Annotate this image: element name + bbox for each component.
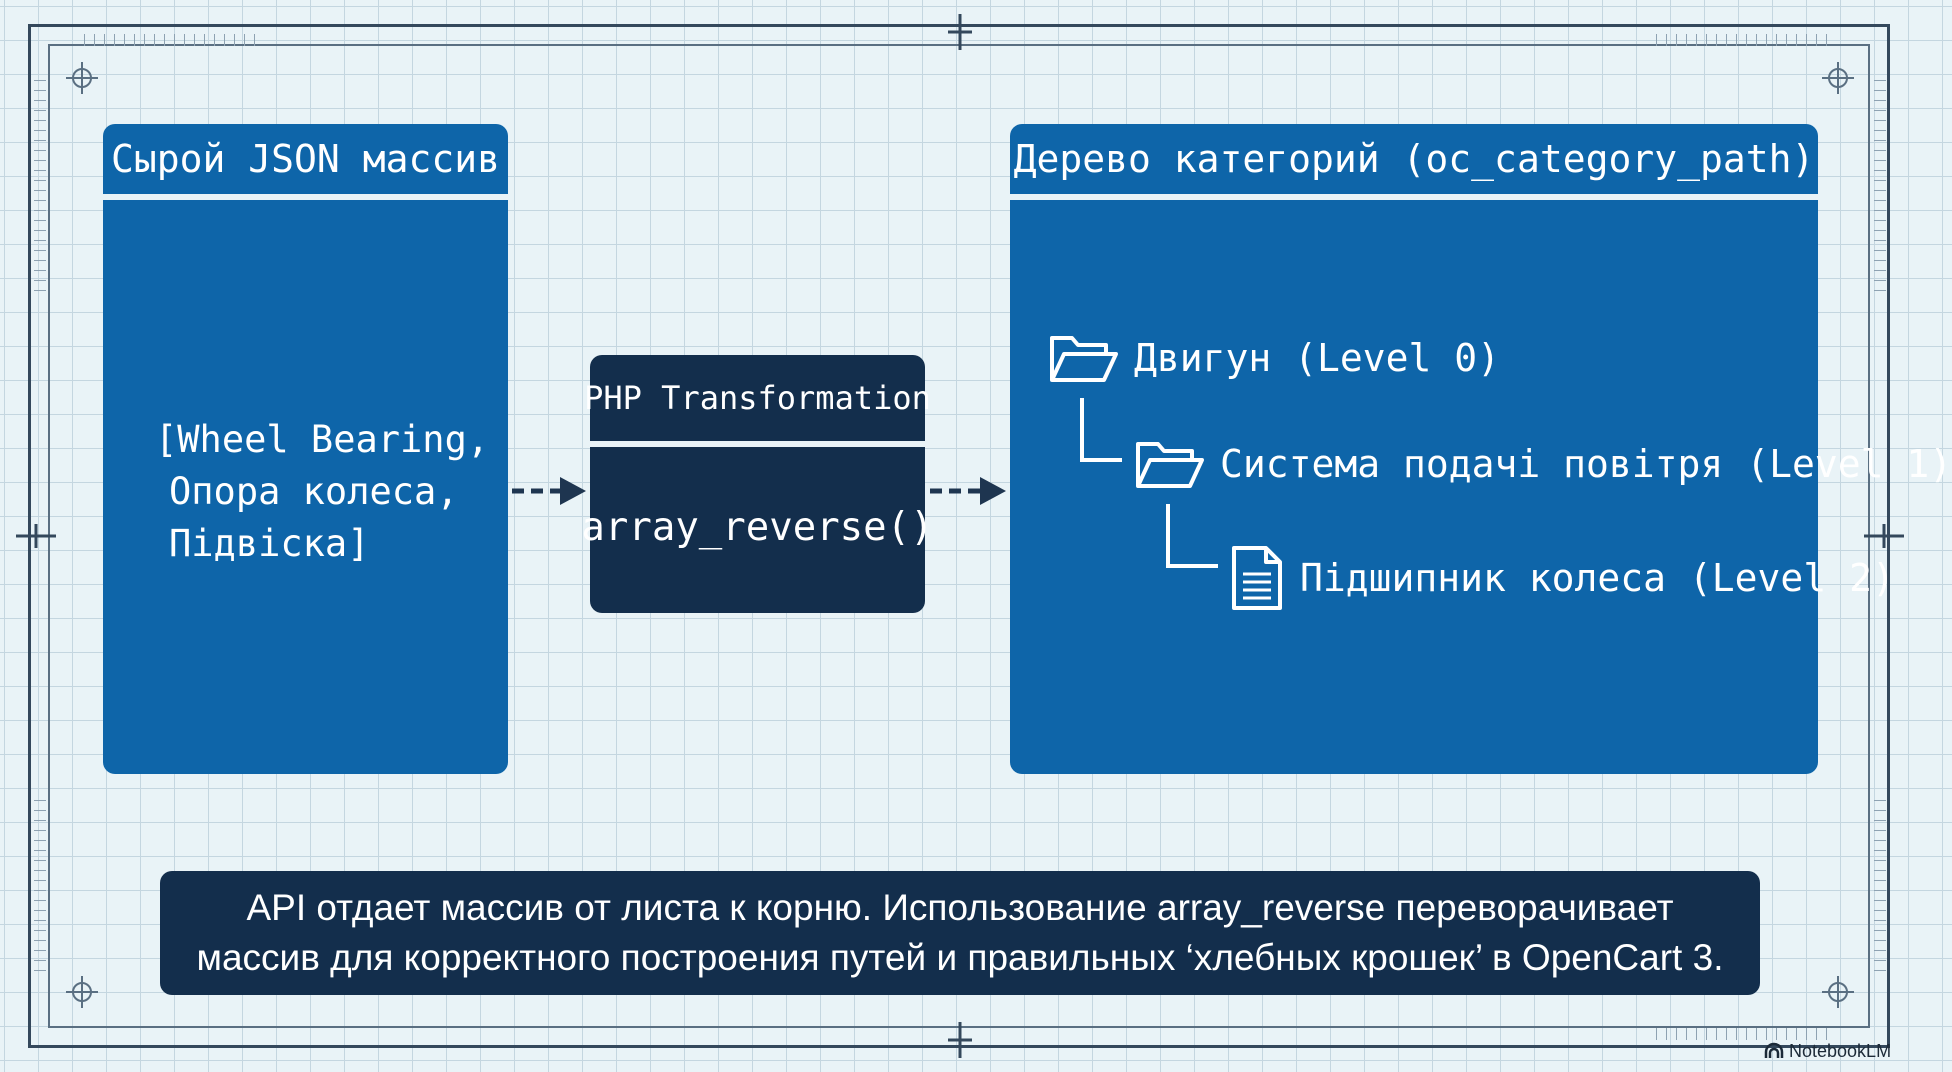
- dashed-arrow-right-icon: [512, 477, 586, 505]
- crosshair-icon: [66, 62, 98, 94]
- category-tree-title: Дерево категорий (oc_category_path): [1010, 124, 1818, 200]
- document-icon: [1232, 546, 1282, 610]
- raw-json-line-3: Підвіска]: [169, 522, 370, 565]
- ruler-left-top: [34, 80, 46, 300]
- raw-json-line-2: Опора колеса,: [169, 470, 459, 513]
- raw-json-array: [Wheel Bearing, Опора колеса, Підвіска]: [155, 414, 489, 570]
- ruler-top-right: [1656, 34, 1836, 46]
- ruler-right-bottom: [1874, 800, 1886, 980]
- caption-line-1: API отдает массив от листа к корню. Испо…: [246, 887, 1674, 928]
- tree-item-label: Двигун (Level 0): [1134, 336, 1501, 380]
- tree-connector: [1166, 504, 1218, 568]
- raw-json-line-1: [Wheel Bearing,: [155, 418, 490, 461]
- caption-line-2: массив для корректного построения путей …: [196, 937, 1724, 978]
- tree-item-level-2: Підшипник колеса (Level 2): [1230, 544, 1895, 612]
- brand-name: NotebookLM: [1789, 1040, 1892, 1061]
- caption-box: API отдает массив от листа к корню. Испо…: [160, 871, 1760, 995]
- crosshair-icon: [1822, 62, 1854, 94]
- folder-open-icon: [1050, 336, 1118, 382]
- raw-json-title: Сырой JSON массив: [103, 124, 508, 200]
- tree-item-label: Підшипник колеса (Level 2): [1300, 556, 1895, 600]
- tree-connector: [1080, 398, 1122, 462]
- crosshair-icon: [1822, 976, 1854, 1008]
- category-tree-panel: Дерево категорий (oc_category_path) Двиг…: [1010, 124, 1952, 774]
- center-mark-left: [16, 524, 56, 548]
- raw-json-panel: Сырой JSON массив [Wheel Bearing, Опора …: [103, 124, 508, 774]
- ruler-top-left: [84, 34, 264, 46]
- tree-item-label: Система подачі повітря (Level 1): [1220, 442, 1952, 486]
- center-mark-bottom: [948, 1022, 972, 1058]
- php-transformation-box: PHP Transformation array_reverse(): [581, 355, 934, 613]
- crosshair-icon: [66, 976, 98, 1008]
- tree-item-level-1: Система подачі повітря (Level 1): [1134, 436, 1952, 492]
- folder-open-icon: [1136, 442, 1204, 488]
- ruler-left-bottom: [34, 800, 46, 980]
- transformation-function: array_reverse(): [581, 504, 934, 550]
- notebooklm-logo-icon: [1764, 1042, 1784, 1058]
- brand-watermark: NotebookLM: [1764, 1038, 1891, 1064]
- center-mark-top: [948, 14, 972, 50]
- tree-item-level-0: Двигун (Level 0): [1048, 330, 1500, 386]
- dashed-arrow-right-icon: [930, 477, 1006, 505]
- ruler-right-top: [1874, 80, 1886, 300]
- transformation-title: PHP Transformation: [584, 355, 931, 447]
